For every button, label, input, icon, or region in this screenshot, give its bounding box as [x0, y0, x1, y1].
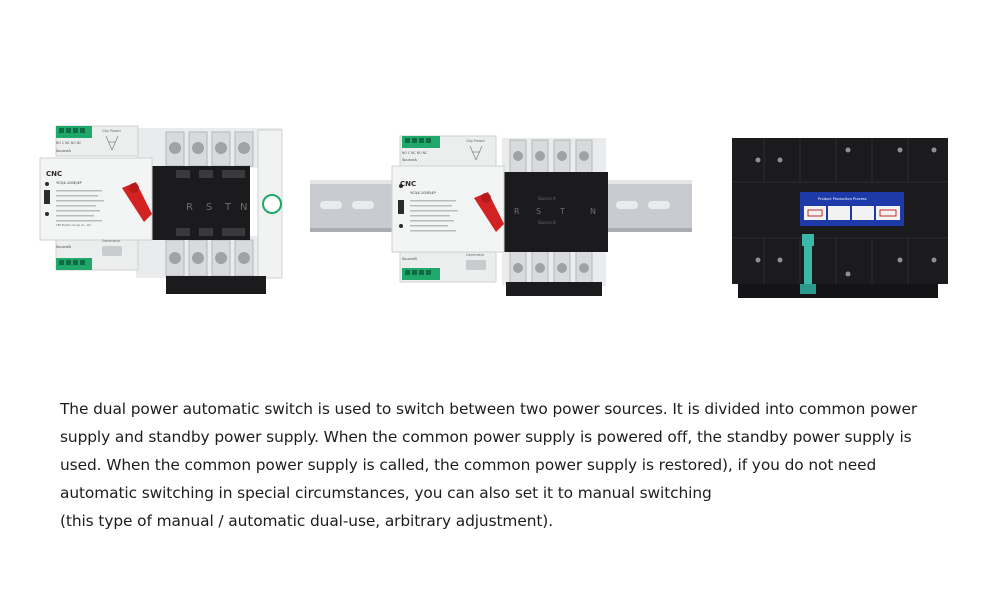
production-process-title: Product Production Process	[818, 197, 867, 201]
pole-label-n: N	[240, 202, 247, 213]
label-stamps	[804, 206, 900, 220]
description-line: The dual power automatic switch is used …	[60, 400, 918, 418]
red-handle	[474, 192, 504, 232]
pole-label-t: T	[224, 202, 232, 213]
switch-front-view-image: R S T N NO C NC NO NC SourceA City Power…	[39, 125, 283, 294]
base-plate	[166, 276, 266, 294]
pole-label-t: T	[559, 207, 565, 216]
top-terminal-block	[56, 126, 92, 138]
base-plate	[506, 282, 602, 296]
pole-label-r: R	[514, 207, 520, 216]
top-terminal-label: NO C NC NO NC	[402, 151, 428, 155]
lower-terminal-screws	[509, 249, 593, 285]
model-text: YCQ4-100E/4P	[410, 191, 437, 195]
city-power-label: City Power	[466, 139, 486, 143]
switch-din-rail-image: Source A Source B R S T N NO C NC NO NC …	[310, 135, 692, 296]
brand-logo-icon	[262, 194, 282, 214]
pole-label-s: S	[206, 202, 212, 213]
generator-icon	[102, 246, 122, 256]
spec-lines	[56, 190, 104, 222]
pole-block	[144, 166, 250, 240]
power-tower-icon	[469, 145, 483, 161]
product-description: The dual power automatic switch is used …	[60, 395, 960, 535]
pole-label-r: R	[186, 202, 193, 213]
source-a-label: SourceA	[402, 158, 417, 162]
generator-icon	[466, 260, 486, 270]
back-panel-ribs	[732, 138, 948, 284]
manual-auto-selector	[398, 200, 404, 214]
upper-terminal-screws	[509, 139, 593, 175]
generator-label: Generator	[466, 253, 485, 257]
bottom-terminal-block	[402, 268, 440, 280]
pole-source-b-label: Source B	[538, 220, 556, 225]
source-b-label: SourceB	[56, 245, 71, 249]
manual-auto-selector	[44, 190, 50, 204]
back-screws	[755, 147, 937, 277]
top-terminal-block	[402, 136, 440, 148]
pole-block	[504, 172, 608, 252]
switch-back-view-image: Product Production Process	[732, 138, 948, 298]
spec-lines	[410, 200, 458, 232]
power-tower-icon	[105, 135, 119, 151]
red-handle	[122, 182, 152, 222]
description-line: (this type of manual / automatic dual-us…	[60, 512, 553, 530]
brand-text: CNC	[46, 170, 62, 178]
pole-label-s: S	[536, 207, 541, 216]
description-line: supply and standby power supply. When th…	[60, 428, 912, 446]
brand-text: CNC	[400, 180, 416, 188]
company-text: YBS Electric Group Co., Ltd	[56, 223, 91, 227]
pole-label-n: N	[590, 207, 596, 216]
source-b-label: SourceB	[402, 257, 417, 261]
description-line: used. When the common power supply is ca…	[60, 456, 877, 474]
city-power-label: City Power	[102, 129, 122, 133]
pole-source-a-label: Source A	[538, 196, 556, 201]
generator-label: Generator	[102, 239, 121, 243]
model-text: YCQ4-100E/4P	[56, 181, 83, 185]
description-line: automatic switching in special circumsta…	[60, 484, 712, 502]
upper-terminal-screws	[165, 131, 254, 167]
source-a-label: SourceA	[56, 149, 71, 153]
top-terminal-label: NO C NC NO NC	[56, 141, 82, 145]
bottom-terminal-block	[56, 258, 92, 270]
din-rail-latch	[800, 234, 816, 294]
